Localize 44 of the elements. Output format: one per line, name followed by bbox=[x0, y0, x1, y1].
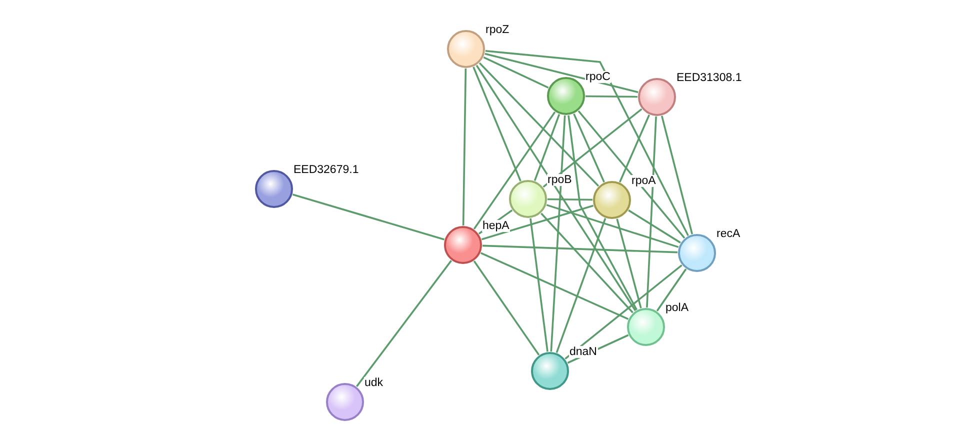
interaction-edge bbox=[542, 108, 642, 188]
interaction-edge bbox=[484, 52, 638, 94]
interaction-edge bbox=[660, 116, 694, 234]
interaction-edge bbox=[578, 110, 686, 239]
interaction-edge bbox=[646, 116, 657, 308]
protein-label: EED32679.1 bbox=[292, 164, 360, 176]
protein-label: EED31308.1 bbox=[676, 72, 743, 84]
interaction-edge bbox=[476, 64, 636, 312]
interaction-edge bbox=[628, 210, 681, 244]
interaction-edge bbox=[530, 218, 548, 352]
interaction-edge bbox=[480, 252, 629, 320]
interaction-edge bbox=[482, 244, 678, 254]
protein-label: polA bbox=[664, 302, 690, 314]
interaction-edge bbox=[586, 95, 638, 98]
protein-label: hepA bbox=[482, 220, 510, 232]
protein-label: rpoB bbox=[546, 174, 573, 186]
interaction-edge bbox=[546, 204, 679, 248]
protein-label: rpoA bbox=[630, 174, 657, 186]
interaction-edge bbox=[540, 212, 634, 314]
interaction-edge bbox=[616, 218, 642, 308]
interaction-edge bbox=[356, 260, 452, 387]
interaction-edge bbox=[462, 68, 467, 226]
interaction-edge bbox=[534, 114, 560, 182]
interaction-edge bbox=[485, 50, 689, 236]
protein-label: recA bbox=[716, 228, 742, 240]
protein-label: dnaN bbox=[568, 346, 598, 358]
interaction-edge bbox=[618, 114, 650, 182]
interaction-edge bbox=[473, 260, 540, 356]
interaction-edge bbox=[478, 62, 600, 187]
interaction-edge bbox=[556, 218, 606, 353]
protein-label: rpoZ bbox=[484, 24, 510, 36]
interaction-edge bbox=[547, 198, 593, 201]
interaction-edge bbox=[573, 113, 605, 183]
interaction-edge bbox=[564, 264, 682, 360]
protein-label: udk bbox=[364, 376, 384, 388]
interaction-edge bbox=[568, 115, 638, 310]
interaction-edge bbox=[292, 194, 445, 240]
interaction-edge bbox=[656, 268, 687, 312]
protein-label: rpoC bbox=[584, 70, 612, 82]
interaction-edge bbox=[550, 115, 566, 352]
interaction-edge bbox=[473, 112, 556, 230]
interaction-edge bbox=[472, 66, 522, 182]
interaction-edge bbox=[481, 204, 594, 240]
interaction-edge bbox=[483, 56, 549, 89]
